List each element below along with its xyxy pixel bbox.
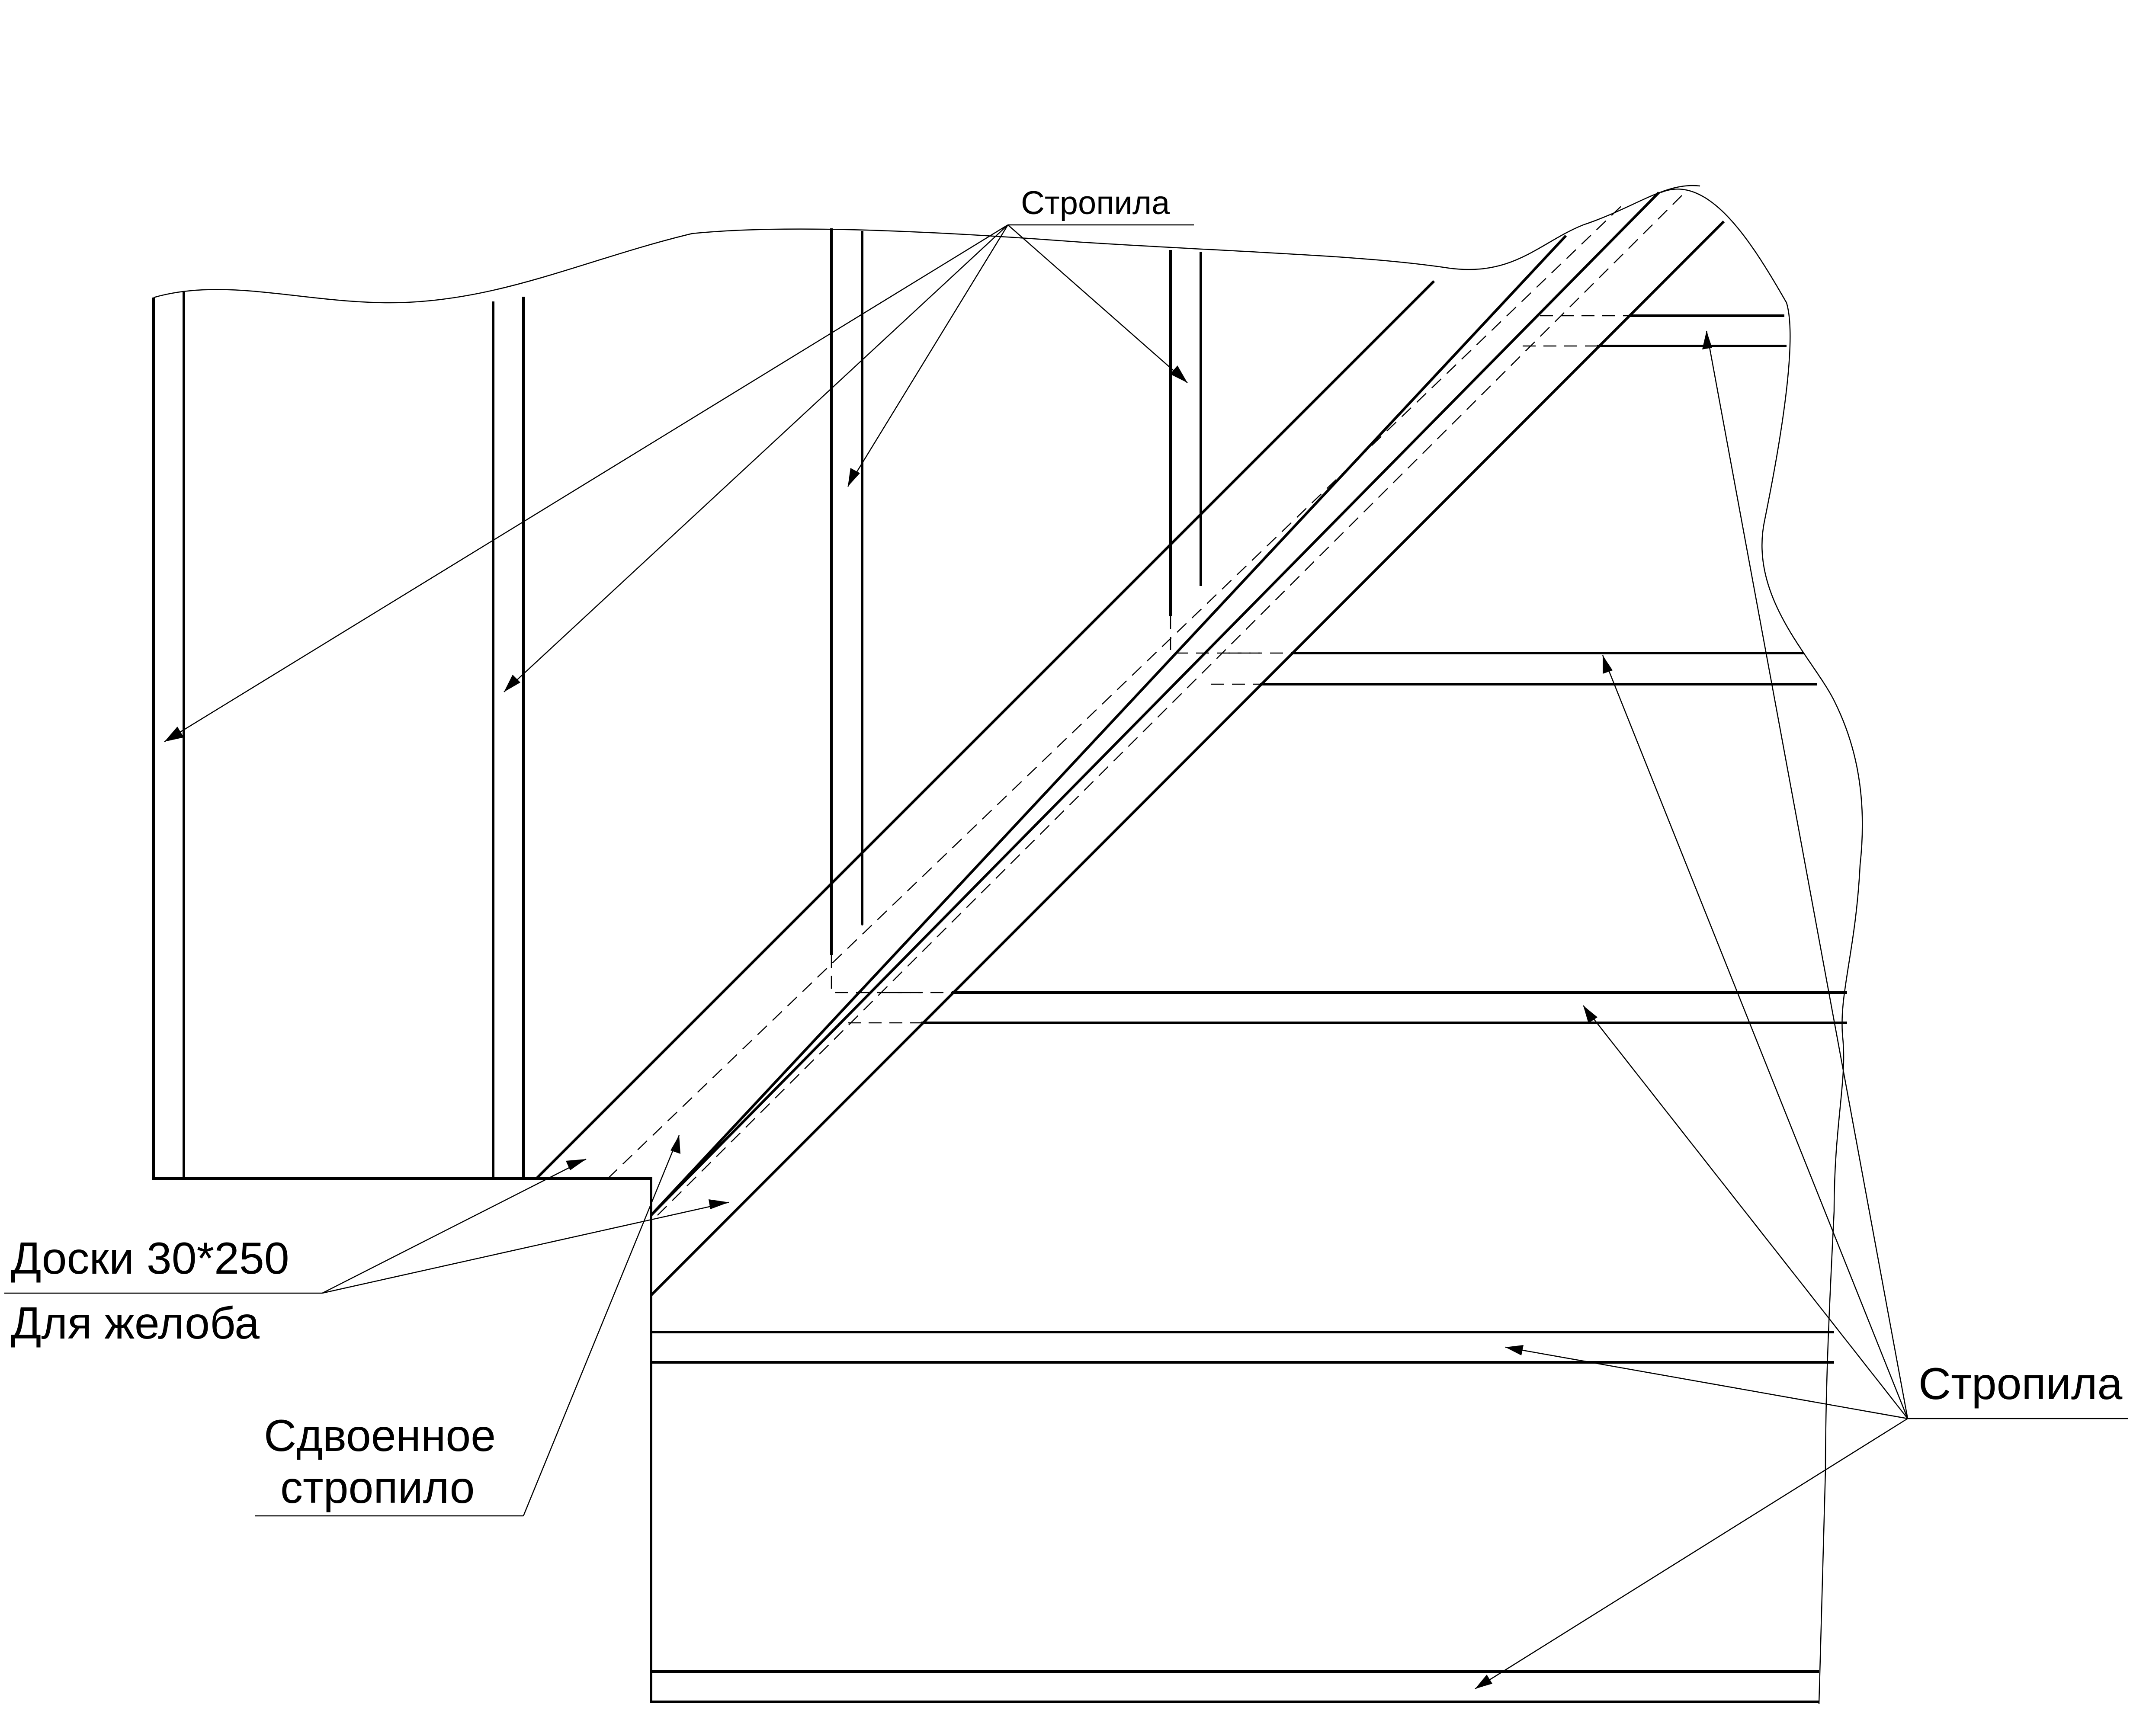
diag-dashed-2: [657, 190, 1687, 1216]
diagonal-valley: [535, 190, 1725, 1297]
arrowhead: [1475, 1675, 1492, 1689]
leader-right-5: [1475, 1418, 1908, 1690]
vertical-rafters: [152, 228, 1202, 1179]
arrowhead: [1603, 655, 1613, 674]
hidden-v4: [1170, 616, 1260, 654]
label-boards-line2: Для желоба: [11, 1298, 260, 1348]
arrowhead: [1702, 331, 1712, 349]
break-lines: [153, 185, 1863, 1704]
leader-right-1: [1706, 330, 1909, 1419]
label-rafters-top: Стропила: [1021, 185, 1170, 221]
label-double-rafter-line2: стропило: [280, 1463, 475, 1513]
diag-double-rafter-b: [650, 191, 1660, 1217]
leader-right-3: [1583, 1005, 1908, 1419]
leader-right-4: [1505, 1346, 1908, 1419]
arrowhead: [709, 1199, 729, 1209]
leader-top-2: [504, 224, 1008, 692]
labels: Стропила Стропила Доски 30*250 Для желоб…: [11, 185, 2123, 1513]
leader-right-2: [1602, 655, 1909, 1419]
leader-boards-1: [322, 1158, 587, 1294]
arrowheads: [164, 331, 1712, 1689]
leader-double-rafter: [523, 1135, 680, 1516]
arrowhead: [1170, 365, 1187, 383]
label-rafters-right: Стропила: [1918, 1359, 2123, 1409]
leader-top-3: [847, 224, 1009, 487]
leader-top-1: [164, 224, 1008, 743]
diag-outer-upper: [535, 280, 1435, 1180]
diag-dashed-1: [607, 201, 1627, 1179]
right-break-line: [1661, 189, 1863, 1704]
diag-double-rafter-a: [650, 234, 1567, 1217]
leader-top-4: [1007, 224, 1188, 383]
horizontal-rafters: [651, 314, 1847, 1673]
hidden-v3: [831, 955, 921, 993]
arrowhead: [1583, 1006, 1597, 1023]
hidden-lines: [831, 315, 1629, 1024]
label-boards-line1: Доски 30*250: [11, 1233, 289, 1284]
arrowhead: [1505, 1345, 1524, 1355]
diag-outer-lower: [650, 220, 1725, 1297]
arrowhead: [566, 1159, 586, 1170]
leader-boards-2: [322, 1201, 729, 1294]
leader-lines: [4, 224, 2128, 1690]
arrowhead: [848, 468, 860, 487]
arrowhead: [670, 1135, 680, 1154]
top-break-line: [153, 185, 1700, 304]
arrowhead: [164, 727, 184, 742]
label-double-rafter-line1: Сдвоенное: [264, 1411, 496, 1461]
arrowhead: [504, 675, 520, 692]
